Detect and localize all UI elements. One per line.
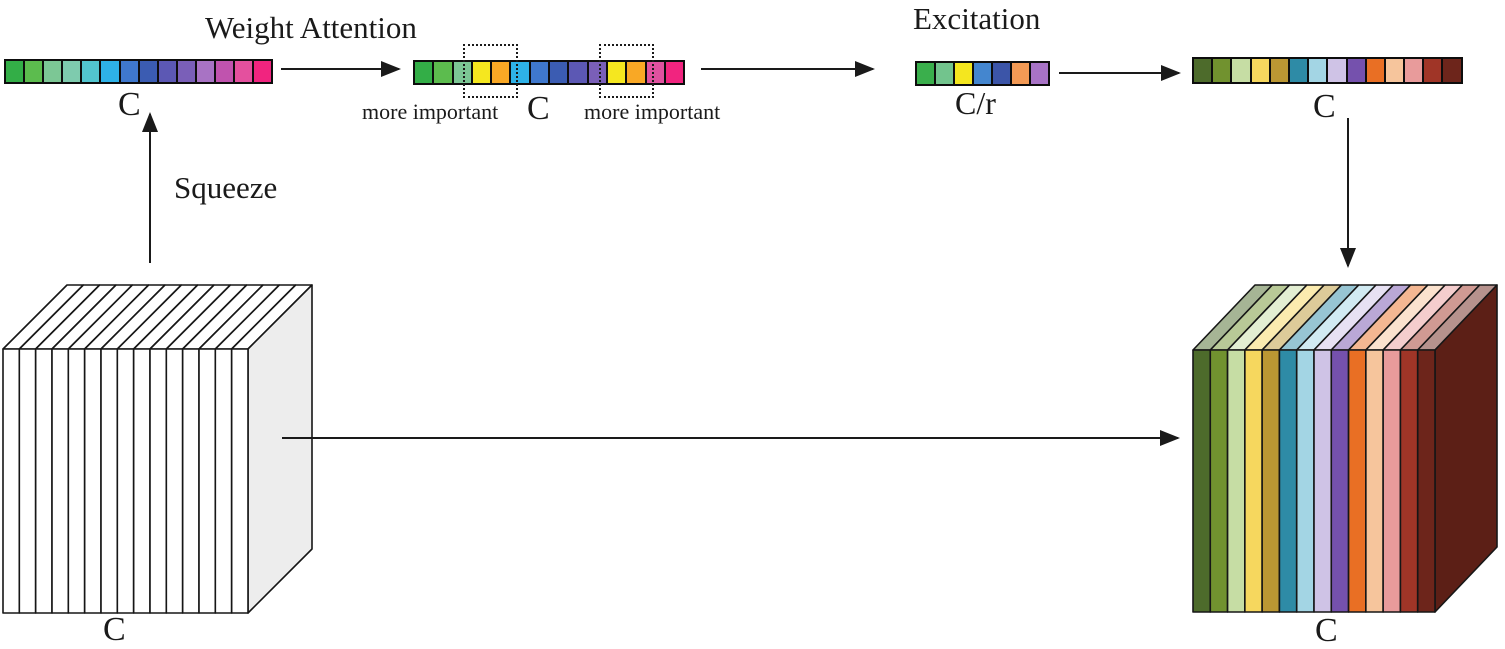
channel-square — [915, 61, 936, 86]
output-cube-c-label: C — [1315, 612, 1338, 649]
channel-square — [23, 59, 45, 84]
cube-front-slab — [1192, 349, 1212, 613]
channel-square — [137, 59, 159, 84]
input-channel-strip — [4, 59, 274, 84]
channel-square — [528, 60, 551, 85]
weight-attention-title: Weight Attention — [205, 10, 417, 45]
cube-front-slab — [1330, 349, 1350, 613]
squeeze-label: Squeeze — [174, 170, 278, 205]
channel-square — [413, 60, 435, 85]
cube-front-slab — [67, 348, 86, 614]
cube-front-slab — [198, 348, 217, 614]
cube-front-slab — [149, 348, 168, 614]
cube-front-slab — [1244, 349, 1263, 613]
excitation-strip-cr-label: C/r — [955, 85, 996, 121]
cube-front-slab — [132, 348, 151, 614]
channel-square — [214, 59, 236, 84]
cube-front-slab — [181, 348, 200, 614]
channel-square — [4, 59, 26, 84]
channel-square — [1345, 57, 1367, 84]
input-strip-c-label: C — [118, 86, 141, 123]
cube-front-slab — [1278, 349, 1298, 613]
channel-square — [1364, 57, 1386, 84]
output-channel-strip — [1192, 57, 1463, 84]
more-important-label-left: more important — [362, 99, 499, 124]
channel-square — [953, 61, 974, 86]
cube-front-slab — [51, 348, 70, 614]
excitation-title: Excitation — [913, 1, 1041, 36]
input-cube-c-label: C — [103, 611, 126, 648]
channel-square — [432, 60, 454, 85]
cube-front-slab — [34, 348, 53, 614]
channel-square — [118, 59, 140, 84]
cube-front-slab — [1416, 349, 1436, 613]
channel-square — [1441, 57, 1463, 84]
channel-square — [1307, 57, 1329, 84]
channel-square — [80, 59, 102, 84]
channel-square — [663, 60, 686, 85]
channel-square — [1010, 61, 1031, 86]
channel-square — [194, 59, 217, 84]
weighted-strip-c-label: C — [527, 90, 550, 127]
channel-square — [1192, 57, 1214, 84]
more-important-highlight-right — [599, 44, 654, 98]
weighted-channel-strip — [413, 60, 686, 85]
more-important-label-right: more important — [584, 99, 721, 124]
cube-front-slab — [1382, 349, 1402, 613]
cube-front-slab — [1209, 349, 1229, 613]
cube-front-slab — [1365, 349, 1384, 613]
cube-front-slab — [116, 348, 135, 614]
cube-front-slab — [1295, 349, 1315, 613]
cube-front-slab — [1313, 349, 1333, 613]
channel-square — [1230, 57, 1252, 84]
channel-square — [1403, 57, 1425, 84]
output-strip-c-label: C — [1313, 88, 1336, 125]
cube-front-slab — [165, 348, 184, 614]
channel-square — [548, 60, 570, 85]
output-feature-cube — [1192, 284, 1498, 613]
channel-square — [1211, 57, 1233, 84]
more-important-highlight-left — [463, 44, 518, 98]
cube-front-slab — [214, 348, 233, 614]
input-feature-cube — [2, 284, 313, 614]
cube-front-slab — [1226, 349, 1246, 613]
cube-front-slab — [100, 348, 119, 614]
cube-front-slab — [83, 348, 102, 614]
channel-square — [1422, 57, 1444, 84]
channel-square — [99, 59, 121, 84]
cube-front-slab — [2, 348, 21, 614]
channel-square — [1383, 57, 1406, 84]
channel-square — [175, 59, 197, 84]
channel-square — [156, 59, 178, 84]
channel-square — [934, 61, 955, 86]
channel-square — [1268, 57, 1290, 84]
channel-square — [1029, 61, 1050, 86]
excitation-channel-strip — [915, 61, 1050, 86]
cube-front-slab — [18, 348, 37, 614]
cube-front-slab — [230, 348, 249, 614]
channel-square — [1326, 57, 1348, 84]
channel-square — [991, 61, 1012, 86]
channel-square — [972, 61, 993, 86]
cube-front-slab — [1261, 349, 1281, 613]
channel-square — [252, 59, 274, 84]
channel-square — [233, 59, 255, 84]
channel-square — [567, 60, 589, 85]
channel-square — [1249, 57, 1271, 84]
cube-front-slab — [1399, 349, 1419, 613]
channel-square — [42, 59, 64, 84]
channel-square — [61, 59, 83, 84]
channel-square — [1287, 57, 1310, 84]
cube-front-slab — [1347, 349, 1367, 613]
